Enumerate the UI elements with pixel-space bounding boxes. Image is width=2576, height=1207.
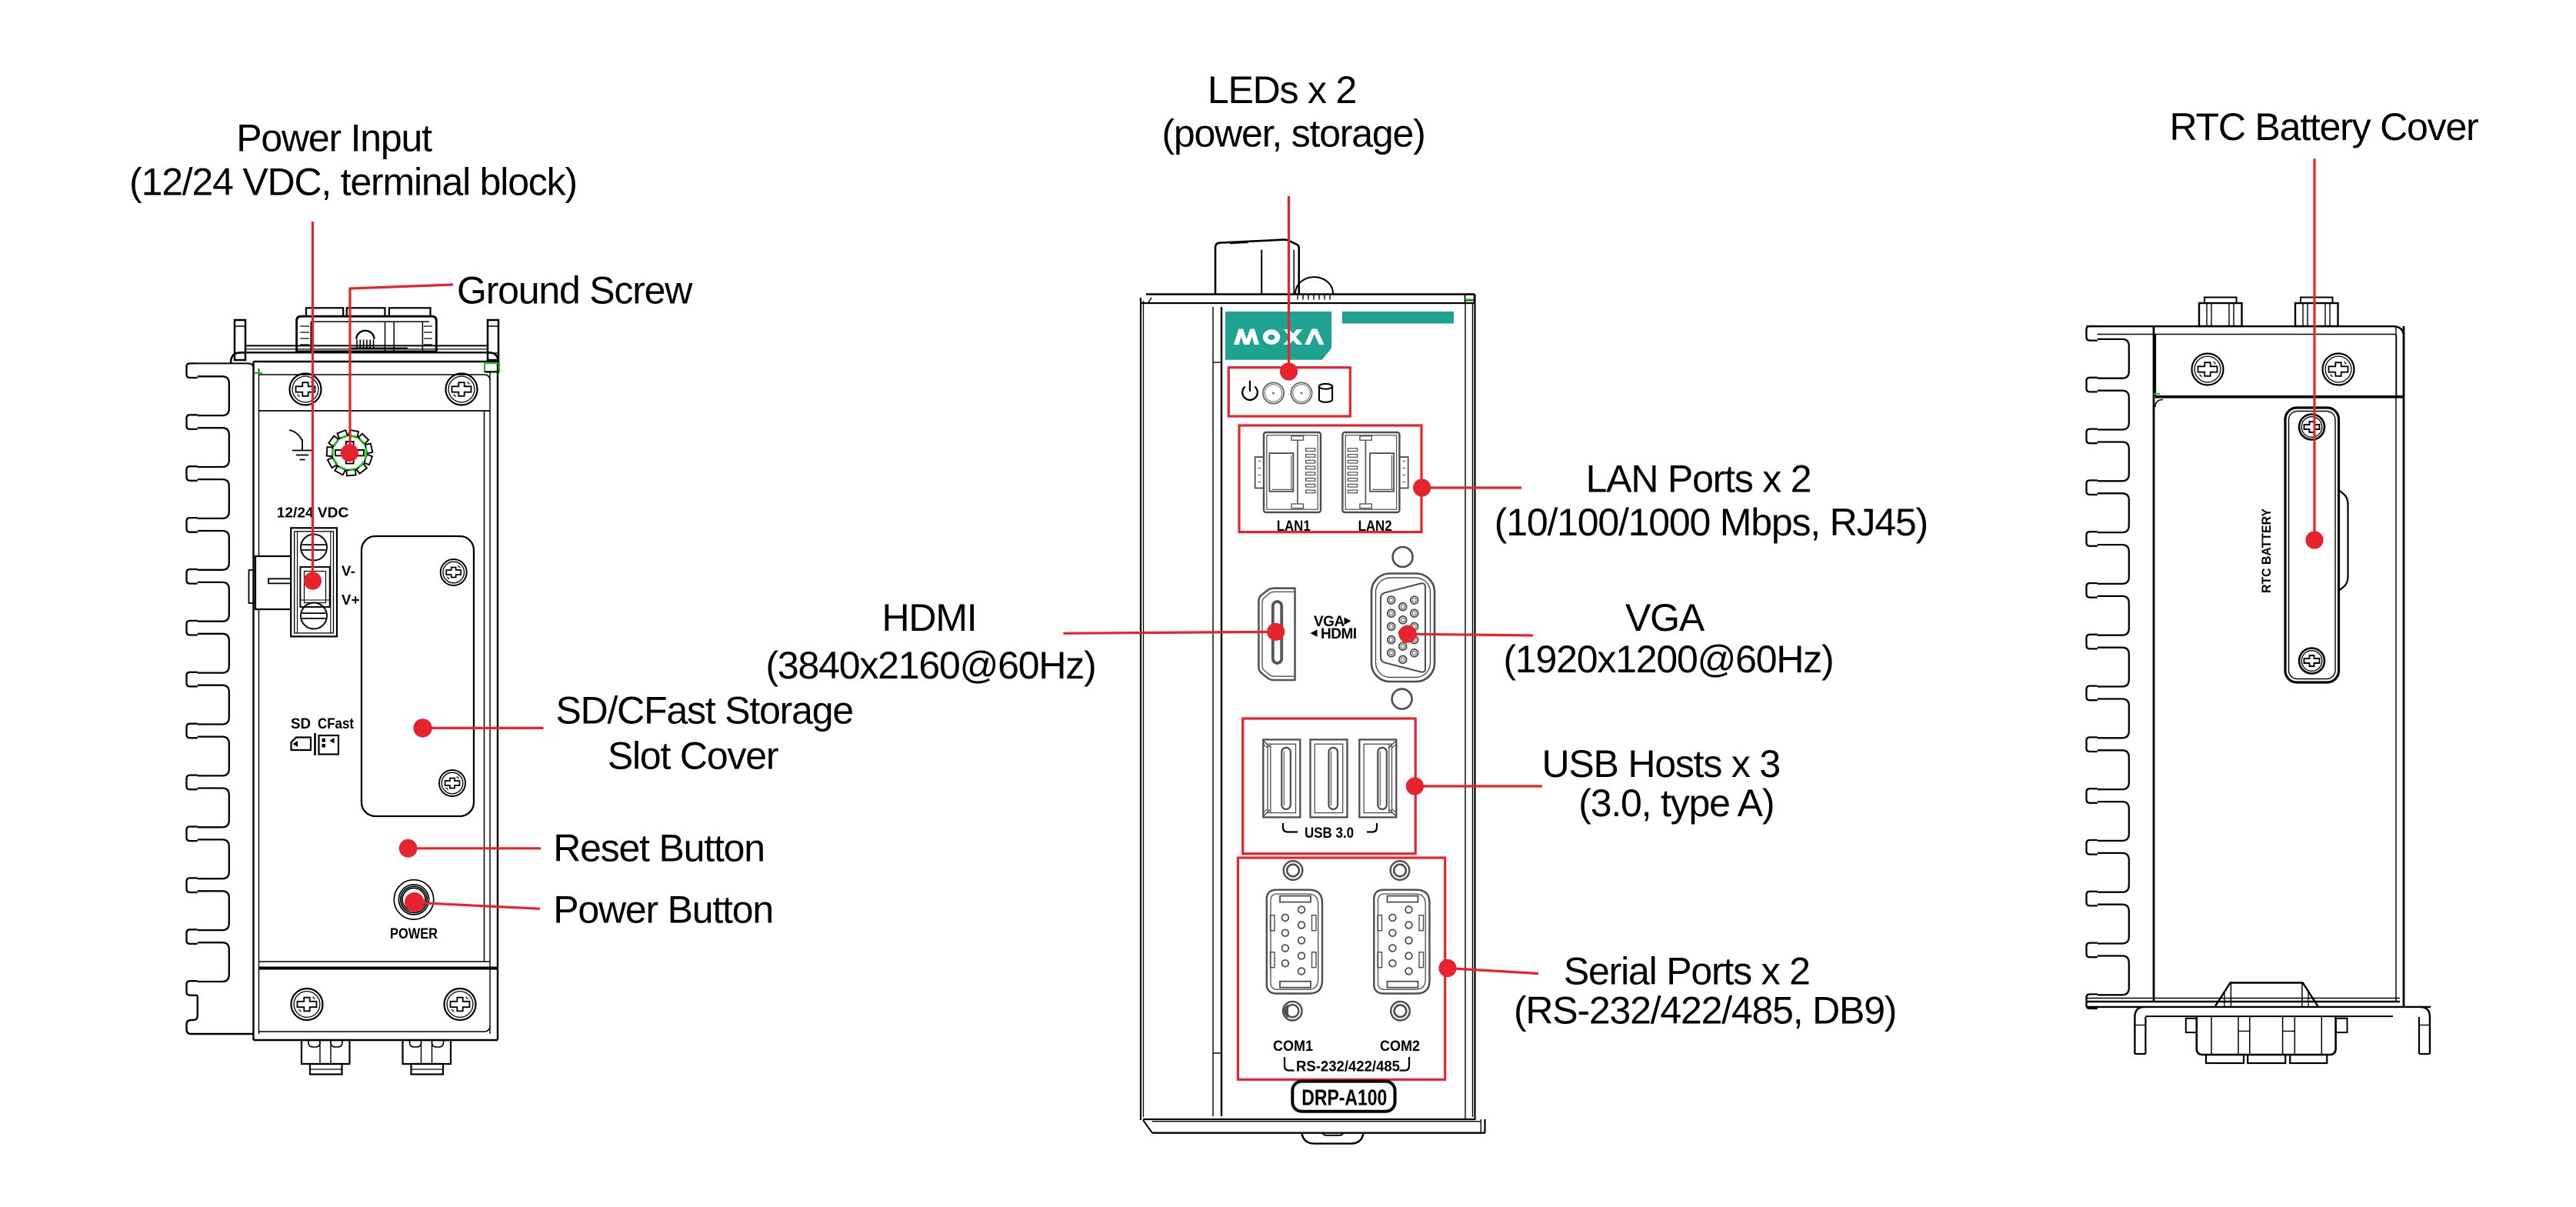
svg-text:CFast: CFast <box>318 715 354 732</box>
svg-text:Power Input: Power Input <box>236 117 432 160</box>
svg-text:HDMI: HDMI <box>882 596 977 639</box>
svg-text:Slot Cover: Slot Cover <box>608 735 778 778</box>
svg-text:LAN2: LAN2 <box>1358 518 1392 535</box>
svg-text:COM2: COM2 <box>1380 1038 1420 1055</box>
svg-text:V+: V+ <box>342 592 360 608</box>
svg-text:(3.0, type A): (3.0, type A) <box>1578 782 1774 825</box>
svg-text:LEDs x 2: LEDs x 2 <box>1208 68 1356 112</box>
svg-text:DRP-A100: DRP-A100 <box>1301 1085 1387 1110</box>
svg-text:USB 3.0: USB 3.0 <box>1305 825 1354 842</box>
svg-text:(3840x2160@60Hz): (3840x2160@60Hz) <box>765 644 1095 687</box>
svg-text:V-: V- <box>342 563 355 579</box>
svg-text:COM1: COM1 <box>1273 1038 1313 1055</box>
svg-text:VGA: VGA <box>1314 614 1345 630</box>
svg-text:Ground Screw: Ground Screw <box>457 269 693 312</box>
svg-text:SD/CFast Storage: SD/CFast Storage <box>555 689 853 732</box>
svg-text:(1920x1200@60Hz): (1920x1200@60Hz) <box>1503 638 1833 681</box>
svg-text:(RS-232/422/485, DB9): (RS-232/422/485, DB9) <box>1514 989 1896 1032</box>
svg-text:SD: SD <box>291 715 311 732</box>
svg-text:Serial Ports x 2: Serial Ports x 2 <box>1564 950 1810 993</box>
svg-text:HDMI: HDMI <box>1321 626 1357 642</box>
svg-text:VGA: VGA <box>1625 596 1705 639</box>
svg-text:Power Button: Power Button <box>553 889 773 932</box>
svg-text:Reset Button: Reset Button <box>553 827 765 870</box>
svg-text:RTC BATTERY: RTC BATTERY <box>2260 508 2274 593</box>
svg-text:(10/100/1000 Mbps, RJ45): (10/100/1000 Mbps, RJ45) <box>1495 501 1928 544</box>
svg-text:(power, storage): (power, storage) <box>1161 112 1425 155</box>
svg-text:LAN1: LAN1 <box>1277 518 1311 535</box>
svg-text:USB Hosts x 3: USB Hosts x 3 <box>1541 742 1780 785</box>
svg-text:RS-232/422/485: RS-232/422/485 <box>1296 1059 1400 1075</box>
svg-text:POWER: POWER <box>390 925 438 942</box>
svg-text:LAN Ports x 2: LAN Ports x 2 <box>1586 458 1811 501</box>
svg-text:(12/24 VDC, terminal block): (12/24 VDC, terminal block) <box>129 161 577 204</box>
svg-text:RTC Battery Cover: RTC Battery Cover <box>2169 105 2478 148</box>
